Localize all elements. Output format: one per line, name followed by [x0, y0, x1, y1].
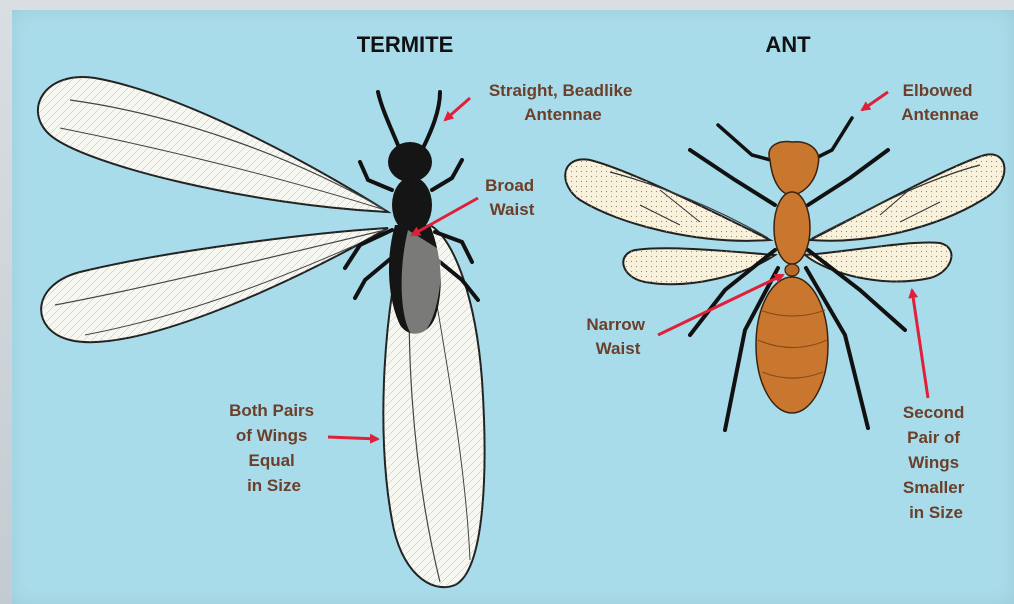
- termite-antennae-callout: Straight, Beadlike Antennae: [445, 81, 637, 124]
- termite-antennae-label: Straight, Beadlike Antennae: [489, 81, 637, 124]
- ant-wings-arrow: [912, 290, 928, 398]
- termite-waist-label-line-2: Waist: [490, 200, 535, 219]
- termite-antennae-label-line-1: Straight, Beadlike: [489, 81, 633, 100]
- ant-antennae-arrow: [862, 92, 888, 110]
- termite-wings-label-line-2: of Wings: [236, 426, 308, 445]
- ant-antennae-callout: Elbowed Antennae: [862, 81, 979, 124]
- termite-hindwing-left: [41, 228, 388, 342]
- ant-wings-label-line-2: Pair of: [907, 428, 960, 447]
- termite-waist-label: Broad Waist: [485, 176, 539, 219]
- ant-wings-label: Second Pair of Wings Smaller in Size: [903, 403, 969, 522]
- ant-antennae-label: Elbowed Antennae: [901, 81, 978, 124]
- termite-forewing-left: [38, 77, 388, 212]
- ant-wings-callout: Second Pair of Wings Smaller in Size: [903, 290, 969, 522]
- termite-antennae-arrow: [445, 98, 470, 120]
- termite-illustration: [38, 77, 485, 587]
- termite-antennae-label-line-2: Antennae: [524, 105, 601, 124]
- termite-wings-callout: Both Pairs of Wings Equal in Size: [229, 401, 378, 495]
- ant-wings-label-line-1: Second: [903, 403, 964, 422]
- termite-waist-label-line-1: Broad: [485, 176, 534, 195]
- ant-illustration: [565, 118, 1004, 430]
- ant-forewing-right: [810, 154, 1004, 240]
- ant-wings-label-line-5: in Size: [909, 503, 963, 522]
- ant-waist-label: Narrow Waist: [586, 315, 649, 358]
- ant-hindwing-right: [805, 243, 951, 282]
- termite-wings-arrow: [328, 437, 378, 439]
- ant-antennae-label-line-1: Elbowed: [903, 81, 973, 100]
- ant-waist-label-line-2: Waist: [596, 339, 641, 358]
- ant-waist-label-line-1: Narrow: [586, 315, 645, 334]
- termite-wings-label-line-4: in Size: [247, 476, 301, 495]
- ant-forewing-left: [565, 159, 770, 240]
- termite-title: TERMITE: [357, 32, 454, 57]
- ant-title: ANT: [765, 32, 811, 57]
- ant-wings-label-line-4: Smaller: [903, 478, 965, 497]
- ant-wings-label-line-3: Wings: [908, 453, 959, 472]
- termite-wings-label-line-3: Equal: [248, 451, 294, 470]
- termite-wings-label: Both Pairs of Wings Equal in Size: [229, 401, 319, 495]
- termite-wings-label-line-1: Both Pairs: [229, 401, 314, 420]
- ant-antennae-label-line-2: Antennae: [901, 105, 978, 124]
